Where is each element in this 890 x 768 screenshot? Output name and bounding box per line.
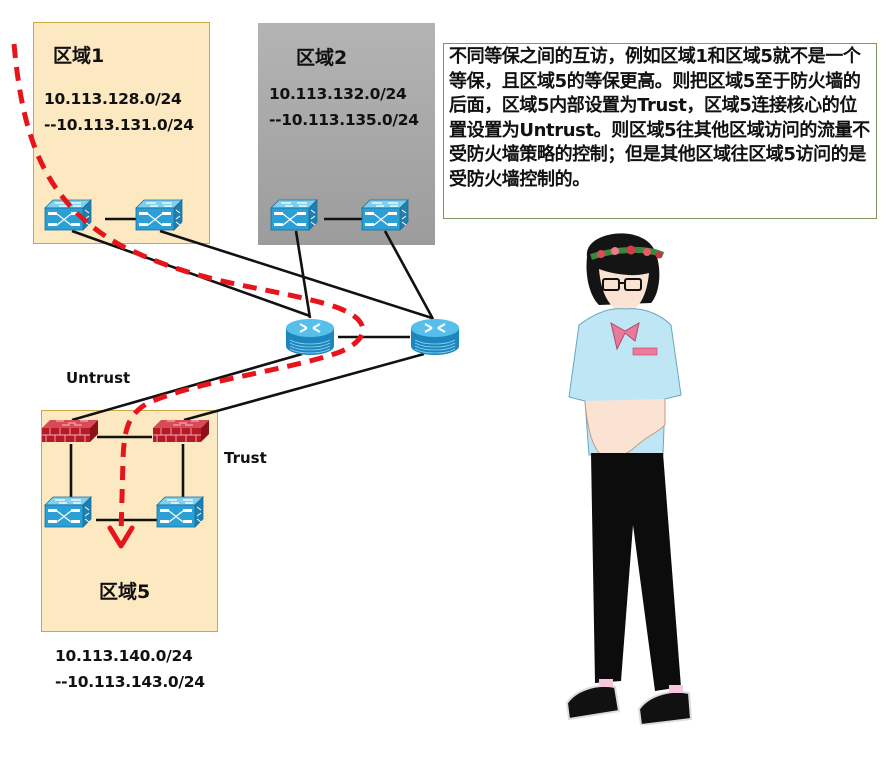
network-links: [69, 217, 435, 522]
core-router-b-icon: [410, 318, 460, 356]
firewall-a-icon: [41, 419, 99, 443]
zone-5-title: 区域5: [99, 581, 151, 603]
zone-2-ip-start: 10.113.132.0/24: [269, 85, 407, 103]
bow-icon: [610, 321, 640, 351]
traffic-arrowhead-icon: [107, 525, 135, 549]
zone-1-ip-end: --10.113.131.0/24: [44, 116, 194, 134]
zone-5-ip-end: --10.113.143.0/24: [55, 673, 205, 691]
firewall-b-icon: [152, 419, 210, 443]
zone2-switch-a-icon: [270, 199, 318, 231]
name-badge: [632, 347, 658, 356]
zone-1-ip-start: 10.113.128.0/24: [44, 90, 182, 108]
flower-crown-icon: [590, 245, 665, 260]
trousers: [591, 453, 681, 691]
zone2-switch-b-icon: [361, 199, 409, 231]
trust-label: Trust: [224, 449, 267, 467]
zone1-switch-b-icon: [135, 199, 183, 231]
zone-2-ip-end: --10.113.135.0/24: [269, 111, 419, 129]
zone-1-title: 区域1: [53, 45, 105, 67]
glasses-icon: [602, 278, 642, 291]
core-router-a-icon: [285, 318, 335, 356]
right-shoe-icon: [637, 690, 693, 725]
traffic-path-arrow: [11, 43, 366, 536]
zone-2-title: 区域2: [296, 47, 348, 69]
zone5-switch-a-icon: [44, 496, 92, 528]
zone5-switch-b-icon: [156, 496, 204, 528]
explanation-note: 不同等保之间的互访，例如区域1和区域5就不是一个等保，且区域5的等保更高。则把区…: [443, 43, 877, 219]
girl-illustration: [565, 233, 693, 725]
untrust-label: Untrust: [66, 369, 131, 387]
zone-5-ip-start: 10.113.140.0/24: [55, 647, 193, 665]
left-shoe-icon: [565, 685, 621, 721]
